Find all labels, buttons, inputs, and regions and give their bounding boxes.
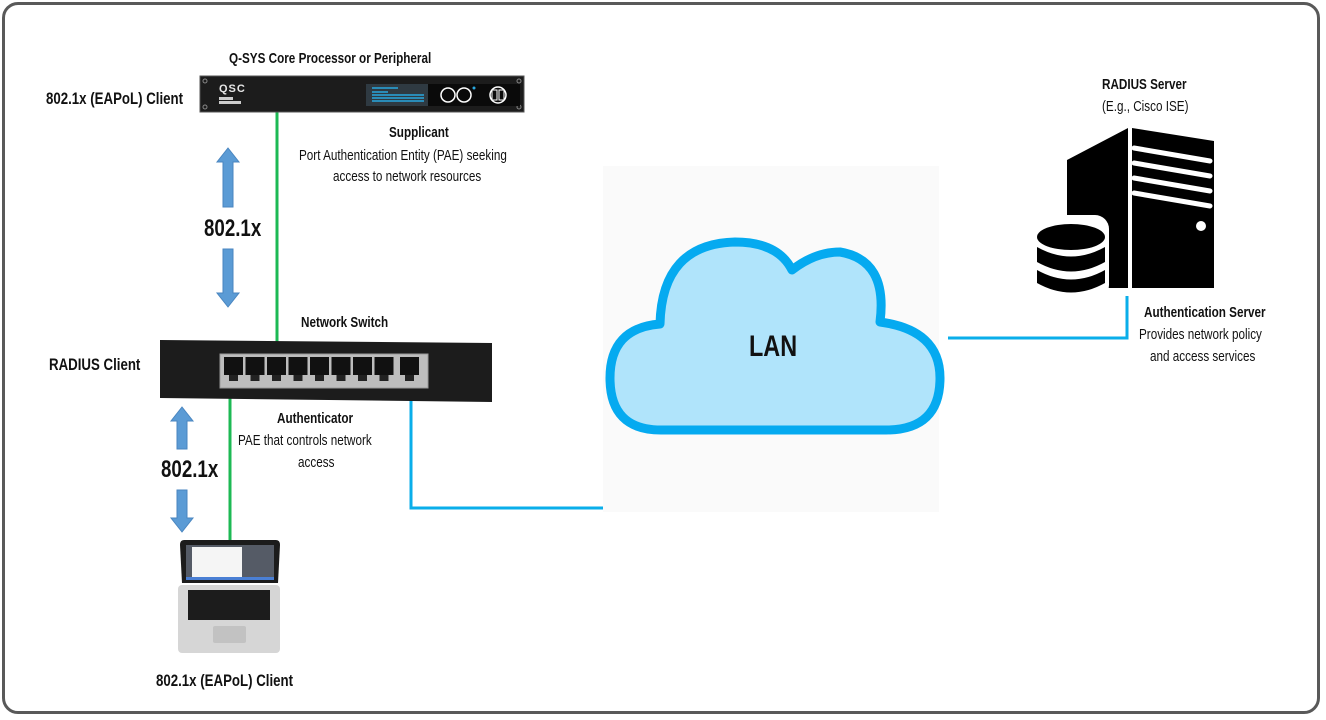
switch-port bbox=[353, 357, 372, 381]
supplicant-title: Supplicant bbox=[389, 124, 449, 141]
auth-server-desc-line2: and access services bbox=[1150, 348, 1256, 365]
authenticator-desc-line1: PAE that controls network bbox=[238, 432, 372, 449]
database-icon bbox=[1033, 215, 1109, 299]
authenticator-desc-line2: access bbox=[298, 454, 335, 471]
switch-port bbox=[310, 357, 329, 381]
switch-port bbox=[400, 357, 419, 381]
switch-port bbox=[224, 357, 243, 381]
supplicant-desc-line2: access to network resources bbox=[333, 168, 482, 185]
lan-to-server-link bbox=[948, 296, 1129, 340]
server-heading: RADIUS Server bbox=[1102, 76, 1187, 93]
upper-bidirectional-arrow bbox=[215, 147, 241, 308]
qsc-logo: QSC bbox=[219, 83, 246, 95]
lan-cloud bbox=[603, 166, 945, 512]
switch-side-label: RADIUS Client bbox=[49, 355, 141, 374]
switch-port bbox=[267, 357, 286, 381]
radius-server-icon bbox=[1033, 128, 1214, 299]
server-subheading: (E.g., Cisco ISE) bbox=[1102, 98, 1189, 115]
lower-bidirectional-arrow bbox=[169, 406, 195, 533]
auth-server-desc-line1: Provides network policy bbox=[1139, 326, 1262, 343]
protocol-label-lower: 802.1x bbox=[161, 456, 219, 483]
laptop-label: 802.1x (EAPoL) Client bbox=[156, 671, 294, 690]
network-switch-device bbox=[160, 340, 492, 402]
switch-port bbox=[374, 357, 394, 381]
laptop-device bbox=[178, 540, 280, 653]
protocol-label-upper: 802.1x bbox=[204, 215, 262, 242]
core-side-label: 802.1x (EAPoL) Client bbox=[46, 89, 184, 108]
switch-port bbox=[331, 357, 351, 381]
switch-heading: Network Switch bbox=[301, 314, 389, 331]
auth-server-title: Authentication Server bbox=[1144, 304, 1266, 321]
lan-label: LAN bbox=[749, 330, 798, 363]
switch-port bbox=[245, 357, 265, 381]
authenticator-title: Authenticator bbox=[277, 410, 354, 427]
qsys-core-device: QSC bbox=[199, 75, 525, 113]
display-icon bbox=[372, 87, 424, 102]
switch-port bbox=[288, 357, 308, 381]
core-heading: Q-SYS Core Processor or Peripheral bbox=[229, 50, 432, 67]
supplicant-desc-line1: Port Authentication Entity (PAE) seeking bbox=[299, 147, 507, 164]
